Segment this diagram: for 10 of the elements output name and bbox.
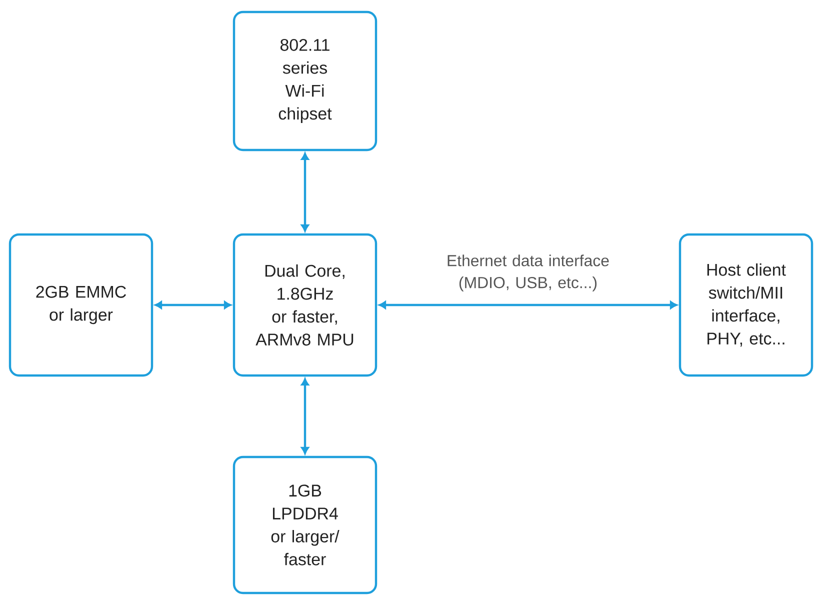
edge-label: Ethernet data interface (MDIO, USB, etc...)	[448, 254, 609, 292]
block-box: Dual Core, 1.8GHz or faster, ARMv8 MPU	[232, 233, 378, 377]
block-box: 1GB LPDDR4 or larger/ faster	[232, 456, 378, 594]
block-box: Host client switch/MII interface, PHY, etc...	[678, 233, 814, 377]
double-arrow	[301, 152, 309, 232]
double-arrow	[154, 301, 232, 309]
block-box: 2GB EMMC or larger	[8, 233, 154, 377]
double-arrow	[378, 301, 678, 309]
block-box: 802.11 series Wi-Fi chipset	[232, 10, 378, 152]
double-arrow	[301, 378, 309, 454]
